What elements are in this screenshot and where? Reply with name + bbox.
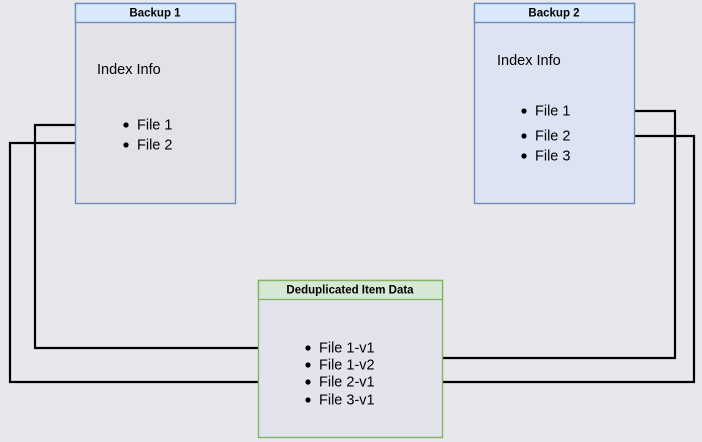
list-item-label: File 1 [535,103,570,119]
list-item[interactable]: File 3 [521,148,570,164]
backup2-heading: Index Info [497,53,561,69]
backup1-body [74,2,237,205]
list-item[interactable]: File 1 [123,117,172,133]
bullet-icon [305,362,311,368]
connector-path [8,141,300,384]
backup2-box[interactable]: Backup 2 Index Info File 1 File 2 File 3 [473,2,636,205]
dedup-title: Deduplicated Item Data [286,285,414,297]
connector-path [395,134,696,384]
list-item-label: File 3-v1 [319,392,375,408]
backup2-title: Backup 2 [528,8,579,20]
list-item[interactable]: File 2-v1 [305,374,375,390]
list-item-label: File 1-v1 [319,340,375,356]
backup1-title: Backup 1 [129,8,181,20]
list-item-label: File 2 [535,128,570,144]
backup1-header [74,2,237,24]
bullet-icon [123,142,129,148]
list-item-label: File 3 [535,148,570,164]
list-item-label: File 1 [137,117,172,133]
list-item[interactable]: File 1-v1 [305,340,375,356]
backup1-list: File 1 File 2 [123,117,172,153]
backup2-list: File 1 File 2 File 3 [521,103,570,164]
bullet-icon [305,379,311,385]
list-item-label: File 2-v1 [319,374,375,390]
dedup-header [257,279,444,301]
bullet-icon [521,153,527,159]
bullet-icon [123,122,129,128]
list-item[interactable]: File 3-v1 [305,392,375,408]
backup2-body [473,2,636,205]
list-item[interactable]: File 2 [521,128,570,144]
list-item-label: File 1-v2 [319,357,375,373]
backup1-box[interactable]: Backup 1 Index Info File 1 File 2 [74,2,237,205]
backup2-header [473,2,636,24]
bullet-icon [521,133,527,139]
list-item[interactable]: File 1-v2 [305,357,375,373]
list-item-label: File 2 [137,137,172,153]
connector-path [395,109,677,360]
list-item[interactable]: File 2 [123,137,172,153]
bullet-icon [305,397,311,403]
bullet-icon [521,108,527,114]
backup1-heading: Index Info [97,62,161,78]
list-item[interactable]: File 1 [521,103,570,119]
bullet-icon [305,345,311,351]
dedup-box[interactable]: Deduplicated Item Data File 1-v1 File 1-… [257,279,444,439]
dedup-list: File 1-v1 File 1-v2 File 2-v1 File 3-v1 [305,340,375,408]
